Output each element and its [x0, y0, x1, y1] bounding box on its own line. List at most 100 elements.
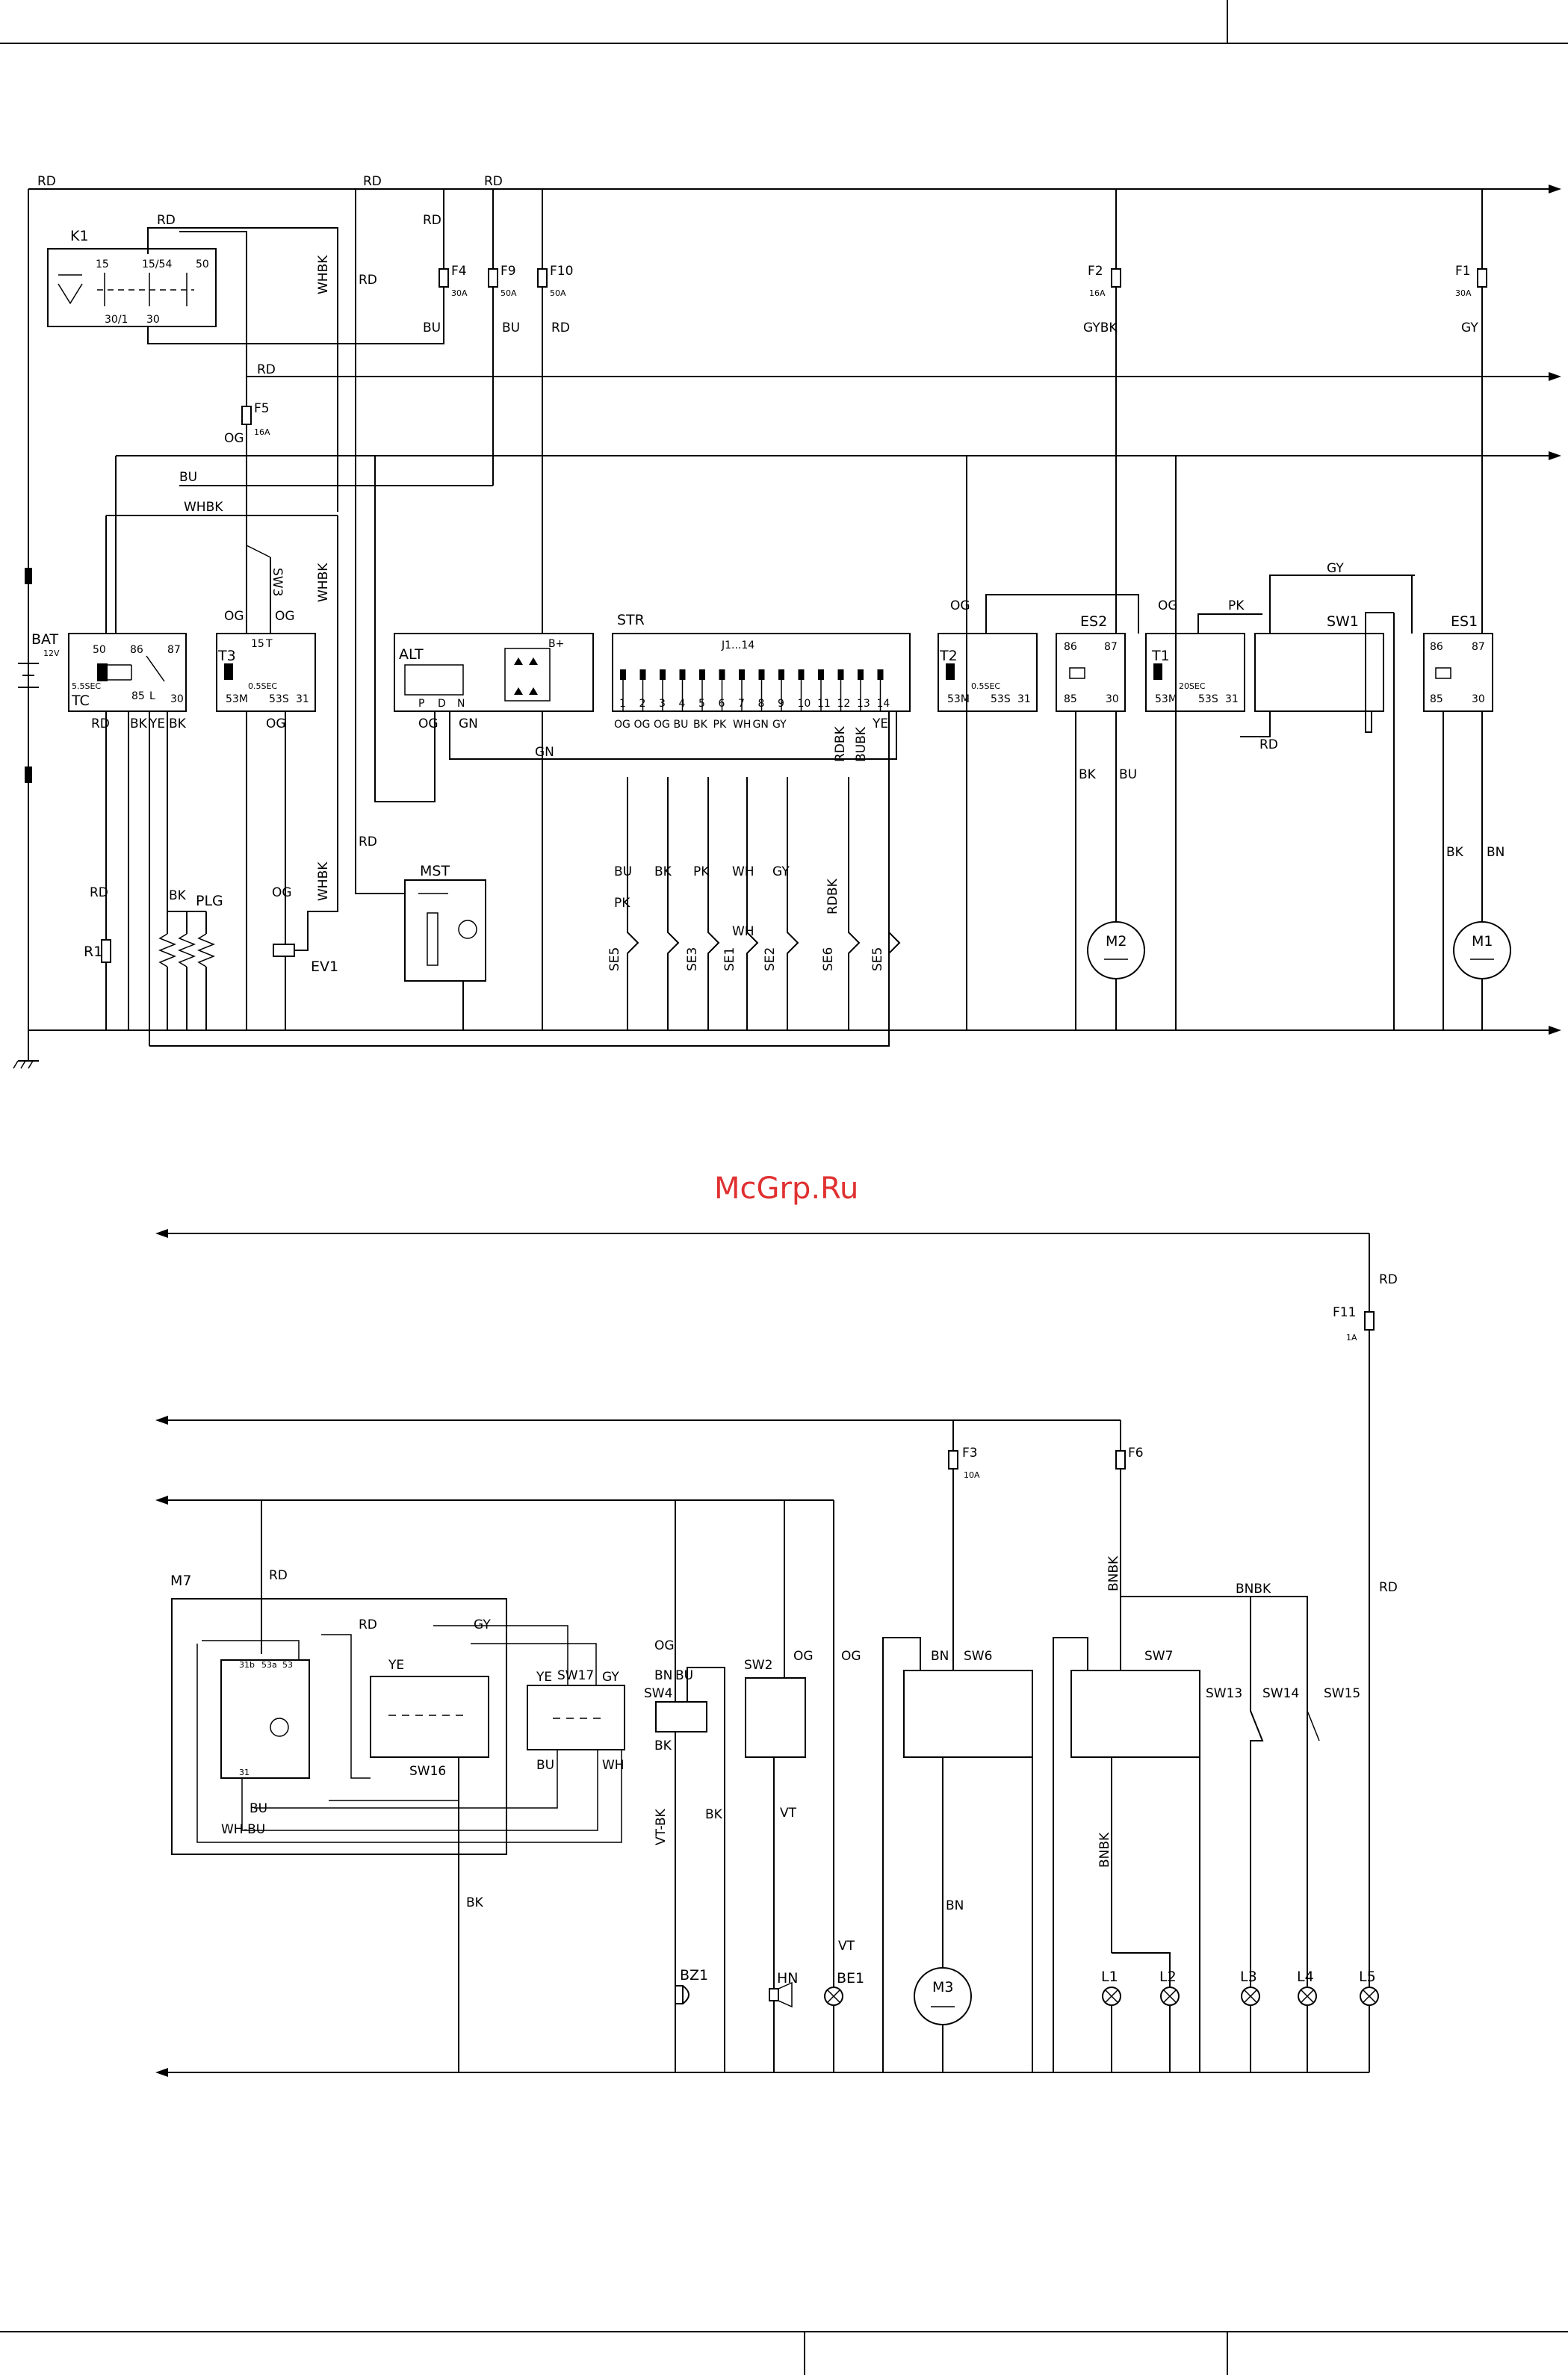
motor-m1: M1 — [1453, 921, 1511, 979]
str-pin — [858, 669, 864, 680]
switches-sw13-15: SW13 SW14 SW15 — [1206, 1597, 1360, 2072]
svg-text:M1: M1 — [1472, 933, 1493, 950]
lamp-label: L2 — [1159, 1969, 1177, 1985]
svg-text:F4: F4 — [451, 264, 467, 279]
svg-text:BU: BU — [536, 1758, 554, 1773]
switch-sw6: SW6 BN BN — [882, 1637, 1033, 2072]
svg-text:GY: GY — [474, 1617, 491, 1632]
svg-text:53M: 53M — [1155, 693, 1177, 705]
svg-text:R1: R1 — [84, 944, 102, 960]
svg-text:N: N — [457, 698, 465, 710]
svg-text:BK: BK — [654, 864, 672, 879]
svg-text:J1...14: J1...14 — [721, 640, 754, 651]
relay-t3: T3 0.5SEC 53M 53S 31 15 T OG OG OG — [216, 609, 316, 731]
svg-text:87: 87 — [1104, 641, 1118, 653]
svg-text:BK: BK — [1446, 845, 1464, 860]
svg-text:SW15: SW15 — [1324, 1686, 1360, 1701]
lamp-label: L1 — [1101, 1969, 1118, 1985]
svg-text:BU: BU — [423, 321, 441, 335]
svg-text:20SEC: 20SEC — [1179, 681, 1206, 691]
svg-text:53M: 53M — [226, 693, 248, 705]
svg-text:1A: 1A — [1346, 1333, 1357, 1343]
fuse-f2: F2 16A GYBK — [1083, 189, 1121, 1030]
svg-text:53S: 53S — [1198, 693, 1218, 705]
svg-text:F3: F3 — [962, 1446, 978, 1461]
svg-text:BU: BU — [502, 321, 520, 335]
svg-text:BZ1: BZ1 — [680, 1967, 708, 1984]
svg-text:RD: RD — [37, 174, 56, 189]
svg-text:RD: RD — [157, 213, 176, 228]
svg-text:SW2: SW2 — [744, 1658, 772, 1673]
svg-text:OG: OG — [418, 716, 439, 731]
svg-text:50A: 50A — [550, 288, 566, 298]
str-pin-number: 7 — [738, 698, 745, 710]
svg-text:BK: BK — [1079, 767, 1097, 782]
motor-group-m7: M7 RD 31b 53a 53 31 SW16 YE GY RD SW17 Y… — [170, 1500, 625, 2072]
svg-text:BN: BN — [654, 1668, 672, 1683]
svg-text:GY: GY — [1461, 321, 1478, 335]
str-pin — [877, 669, 884, 680]
svg-text:SE2: SE2 — [763, 947, 778, 971]
svg-text:YE: YE — [388, 1658, 404, 1673]
svg-text:BNBK: BNBK — [1097, 1832, 1112, 1868]
svg-text:GY: GY — [1327, 561, 1344, 576]
svg-text:86: 86 — [1430, 641, 1443, 653]
svg-text:RD: RD — [1259, 737, 1278, 752]
valve-ev1: OG EV1 — [272, 711, 338, 1030]
svg-text:SW16: SW16 — [409, 1764, 446, 1779]
relay-t2: T2 0.5SEC 53M 53S 31 OG — [938, 456, 1139, 1030]
fuse-f6: F6 BNBK BNBK — [1106, 1420, 1308, 2072]
svg-text:WHBK: WHBK — [316, 861, 331, 901]
svg-text:RD: RD — [423, 213, 441, 228]
svg-text:SW17: SW17 — [557, 1668, 594, 1683]
svg-text:BAT: BAT — [31, 631, 59, 648]
svg-text:50: 50 — [196, 258, 209, 270]
str-pin — [778, 669, 784, 680]
svg-text:PK: PK — [693, 864, 710, 879]
wires-k1: RD RD RD RD RD WHBK — [37, 174, 503, 1030]
str-wire-label: BU — [674, 719, 689, 731]
svg-text:BU: BU — [179, 470, 197, 485]
svg-text:BK: BK — [705, 1807, 723, 1822]
svg-text:BN: BN — [931, 1649, 949, 1664]
svg-text:F11: F11 — [1333, 1305, 1356, 1320]
svg-text:OG: OG — [841, 1649, 861, 1664]
svg-text:WHBK: WHBK — [316, 563, 331, 602]
svg-text:OG: OG — [793, 1649, 814, 1664]
svg-text:RD: RD — [1379, 1272, 1398, 1287]
svg-text:BN: BN — [1487, 845, 1505, 860]
svg-text:F5: F5 — [254, 401, 270, 416]
svg-text:T3: T3 — [217, 648, 236, 664]
svg-text:OG: OG — [275, 609, 295, 624]
str-wire-label: OG — [654, 719, 670, 731]
watermark: McGrp.Ru — [714, 1171, 858, 1206]
svg-text:30: 30 — [1472, 693, 1485, 705]
svg-text:31: 31 — [1225, 693, 1239, 705]
svg-text:SW3: SW3 — [270, 568, 285, 596]
svg-text:30A: 30A — [1455, 288, 1472, 298]
svg-text:D: D — [438, 698, 446, 710]
svg-text:BUBK: BUBK — [854, 726, 869, 762]
svg-text:WHBK: WHBK — [316, 255, 331, 294]
str-wire-label: BK — [693, 719, 708, 731]
svg-text:86: 86 — [1064, 641, 1077, 653]
svg-text:GY: GY — [772, 864, 790, 879]
svg-text:VT-BK: VT-BK — [654, 1808, 669, 1845]
switch-sw7: SW7 BNBK — [1053, 1637, 1200, 2072]
horn-hn: HN — [769, 1970, 799, 2008]
switch-sw1: SW1 GY RD — [1240, 561, 1413, 1030]
svg-text:YE: YE — [536, 1670, 552, 1685]
lamp-label: L4 — [1297, 1969, 1314, 1985]
str-pin — [639, 669, 646, 680]
svg-text:L: L — [149, 690, 155, 702]
str-pin-number: 12 — [837, 698, 851, 710]
svg-text:12V: 12V — [43, 648, 60, 658]
svg-text:30/1: 30/1 — [105, 314, 128, 326]
str-wire-label: WH — [733, 719, 751, 731]
str-pin-number: 2 — [639, 698, 646, 710]
str-pin — [758, 669, 765, 680]
svg-text:WH: WH — [732, 924, 754, 939]
